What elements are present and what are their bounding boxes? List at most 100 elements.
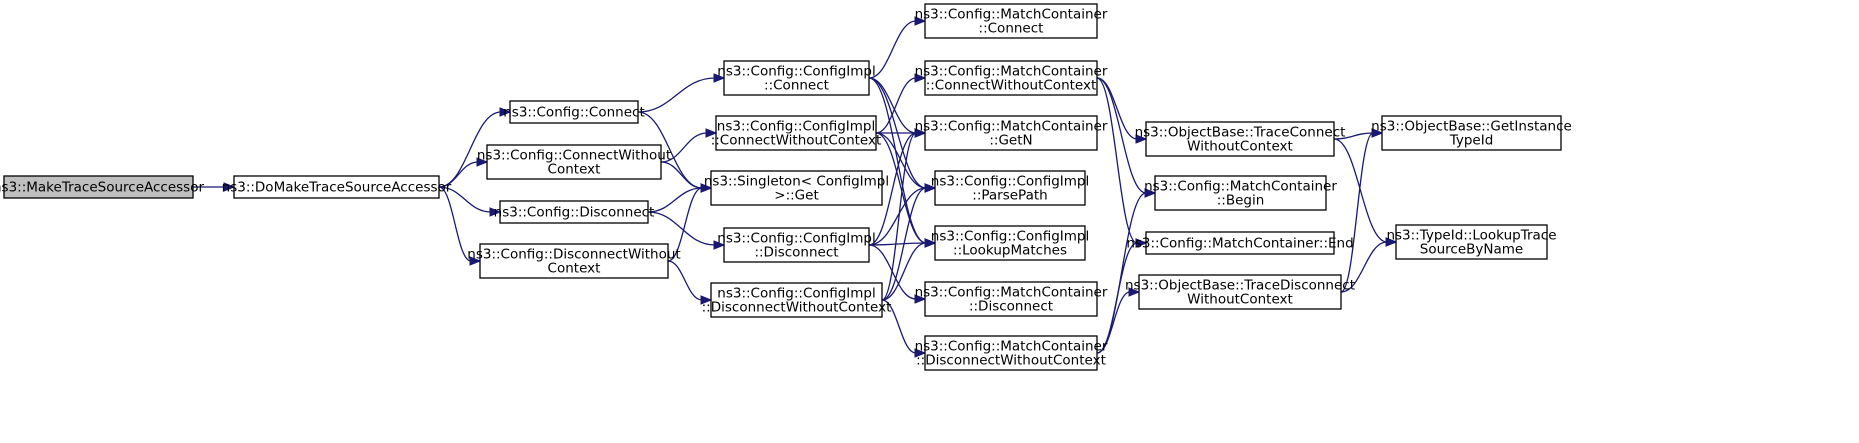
graph-node[interactable]: ns3::Singleton< ConfigImpl>::Get (704, 170, 889, 206)
node-box[interactable] (1381, 115, 1562, 151)
node-label: ns3::ObjectBase::GetInstance (1371, 119, 1572, 135)
call-edge (1340, 132, 1374, 293)
call-edge (868, 187, 927, 246)
node-label: SourceByName (1420, 242, 1523, 258)
node-box[interactable] (1154, 175, 1327, 211)
node-label: ns3::Config::DisconnectWithout (467, 247, 680, 263)
node-label: ::GetN (989, 133, 1032, 149)
node-box[interactable] (479, 243, 669, 279)
node-box[interactable] (499, 200, 649, 224)
edge-arrowhead (1371, 128, 1384, 138)
node-label: ::DisconnectWithoutContext (702, 300, 892, 316)
node-box[interactable] (934, 225, 1086, 261)
node-label: ns3::Config::ConfigImpl (717, 286, 875, 302)
call-edge (881, 187, 927, 301)
graph-node[interactable]: ns3::Config::MatchContainer::DisconnectW… (915, 335, 1108, 371)
graph-node[interactable]: ns3::MakeTraceSourceAccessor (0, 175, 204, 199)
edge-arrowhead (924, 183, 937, 193)
edge-arrowhead (489, 207, 502, 217)
node-box[interactable] (710, 282, 883, 318)
call-edge (667, 187, 703, 262)
call-edge (660, 161, 703, 189)
node-box[interactable] (924, 115, 1098, 151)
call-edge (660, 132, 708, 163)
graph-node[interactable]: ns3::Config::Connect (503, 100, 645, 124)
node-label: ns3::Config::ConfigImpl (931, 174, 1089, 190)
graph-node[interactable]: ns3::Config::MatchContainer::GetN (915, 115, 1108, 151)
node-box[interactable] (1138, 274, 1342, 310)
node-box[interactable] (924, 60, 1098, 96)
call-edge (875, 132, 927, 189)
node-label: ::ConnectWithoutContext (926, 78, 1097, 94)
node-box[interactable] (924, 281, 1098, 317)
graph-node[interactable]: ns3::Config::DisconnectWithoutContext (467, 243, 681, 279)
node-label: ns3::DoMakeTraceSourceAccessor (222, 180, 452, 196)
node-label: ns3::Config::MatchContainer (1144, 179, 1337, 195)
edge-arrowhead (1128, 287, 1141, 297)
edge-arrowhead (1144, 188, 1157, 198)
call-edge (875, 77, 917, 134)
graph-node[interactable]: ns3::DoMakeTraceSourceAccessor (222, 175, 452, 199)
call-edge (438, 161, 479, 188)
node-label: ns3::Singleton< ConfigImpl (704, 174, 889, 190)
node-box[interactable] (723, 227, 870, 263)
graph-node[interactable]: ns3::Config::ConnectWithoutContext (477, 144, 671, 180)
edge-arrowhead (700, 183, 713, 193)
graph-node[interactable]: ns3::Config::ConfigImpl::LookupMatches (931, 225, 1089, 261)
node-box[interactable] (715, 115, 877, 151)
node-box[interactable] (924, 335, 1098, 371)
graph-node[interactable]: ns3::ObjectBase::TraceConnectWithoutCont… (1135, 121, 1346, 157)
node-label: ::LookupMatches (953, 243, 1067, 259)
graph-node[interactable]: ns3::Config::ConfigImpl::Connect (717, 60, 876, 96)
call-edge (881, 132, 917, 301)
node-label: WithoutContext (1187, 292, 1293, 308)
node-label: ns3::Config::Disconnect (494, 205, 655, 221)
graph-node[interactable]: ns3::Config::MatchContainer::End (1126, 231, 1354, 255)
node-box[interactable] (1395, 224, 1548, 260)
call-edge (438, 186, 472, 262)
call-edge (1333, 138, 1388, 243)
graph-node[interactable]: ns3::Config::MatchContainer::Begin (1144, 175, 1337, 211)
call-edge (868, 132, 917, 246)
graph-node[interactable]: ns3::ObjectBase::TraceDisconnectWithoutC… (1125, 274, 1355, 310)
node-label: ns3::Config::ConfigImpl (717, 231, 875, 247)
node-box[interactable] (924, 3, 1098, 39)
graph-node[interactable]: ns3::Config::MatchContainer::Disconnect (915, 281, 1108, 317)
edge-arrowhead (914, 128, 927, 138)
node-box[interactable] (1145, 231, 1335, 255)
node-label: ns3::Config::MatchContainer (915, 285, 1108, 301)
graph-node[interactable]: ns3::Config::Disconnect (494, 200, 655, 224)
node-box[interactable] (723, 60, 870, 96)
node-label: ns3::Config::MatchContainer (915, 119, 1108, 135)
node-box[interactable] (934, 170, 1086, 206)
graph-node[interactable]: ns3::Config::MatchContainer::Connect (915, 3, 1108, 39)
node-box[interactable] (233, 175, 440, 199)
edge-arrowhead (499, 107, 512, 117)
node-label: ns3::Config::MatchContainer (915, 7, 1108, 23)
root-node-box[interactable] (3, 175, 194, 199)
call-edge (1096, 242, 1138, 354)
graph-node[interactable]: ns3::Config::ConfigImpl::DisconnectWitho… (702, 282, 892, 318)
node-box[interactable] (1145, 121, 1335, 157)
node-label: ns3::Config::Connect (503, 105, 645, 121)
call-edge (647, 187, 703, 213)
node-box[interactable] (710, 170, 883, 206)
node-label: ns3::MakeTraceSourceAccessor (0, 180, 204, 196)
node-box[interactable] (486, 144, 662, 180)
graph-node[interactable]: ns3::Config::ConfigImpl::Disconnect (717, 227, 876, 263)
call-edge (1096, 77, 1147, 194)
call-edge (637, 77, 716, 113)
node-label: ::Disconnect (969, 299, 1053, 315)
call-edge (438, 186, 492, 213)
edge-arrowhead (713, 73, 726, 83)
node-box[interactable] (509, 100, 639, 124)
edge-arrowhead (914, 294, 927, 304)
graph-node[interactable]: ns3::Config::ConfigImpl::ConnectWithoutC… (711, 115, 882, 151)
edge-arrowhead (1135, 238, 1148, 248)
edge-arrowhead (476, 157, 489, 167)
graph-node[interactable]: ns3::Config::MatchContainer::ConnectWith… (915, 60, 1108, 96)
graph-node[interactable]: ns3::Config::ConfigImpl::ParsePath (931, 170, 1089, 206)
